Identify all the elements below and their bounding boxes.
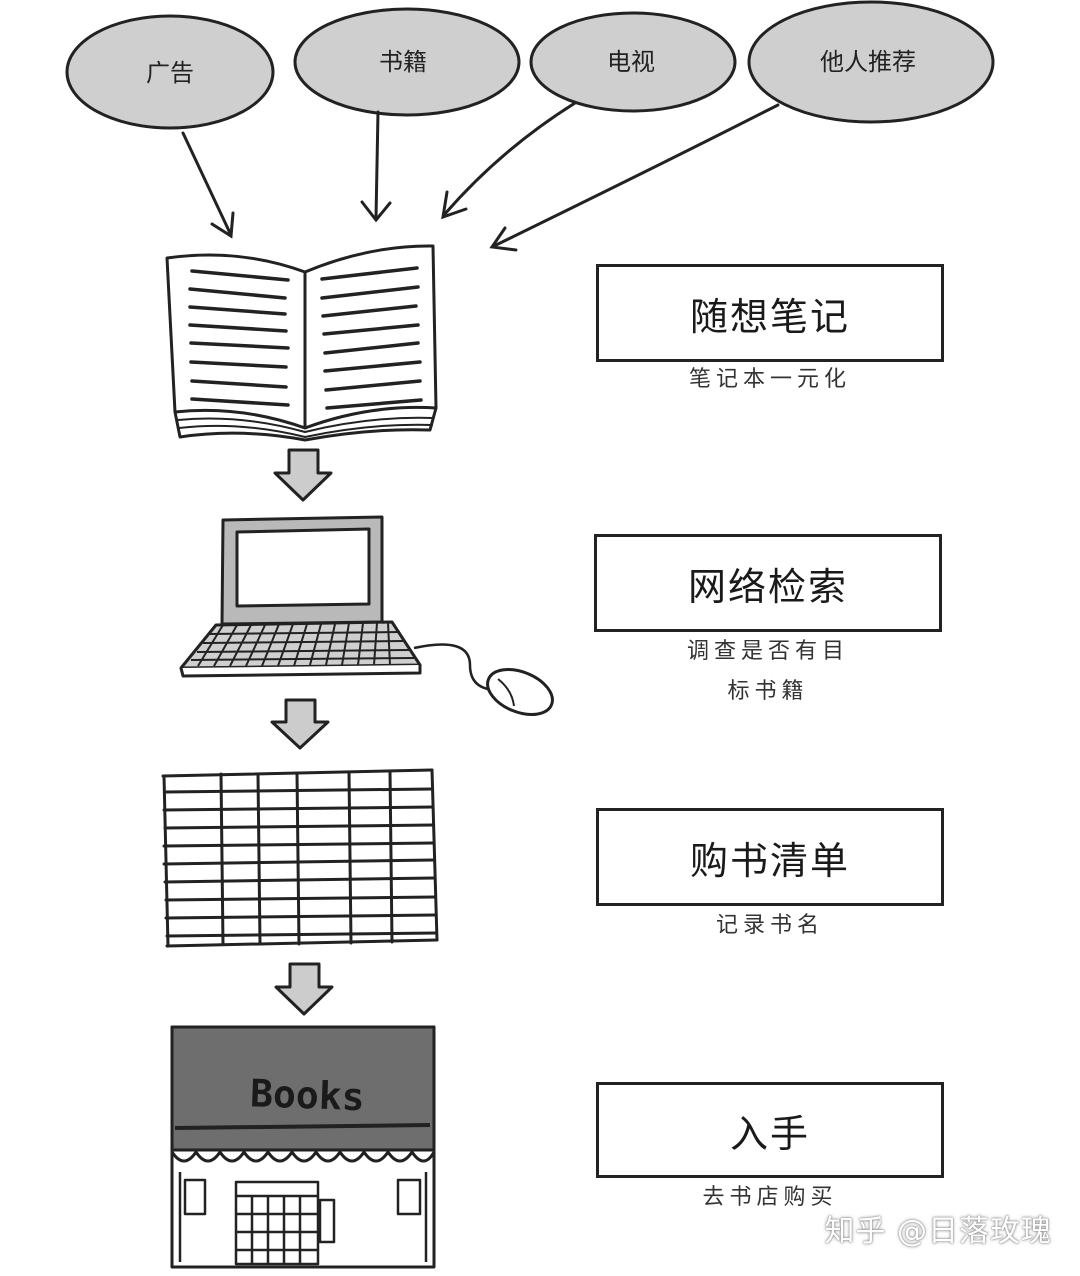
bookstore-sign-text: Books (249, 1071, 365, 1119)
step-note-web-search: 调查是否有目 标书籍 (594, 632, 942, 712)
computer-icon (179, 515, 554, 716)
block-arrow-2-icon (270, 698, 330, 750)
step-box-acquire: 入手 (596, 1082, 944, 1178)
bookstore-icon: Books (170, 1025, 436, 1269)
block-arrow-1-icon (273, 448, 333, 502)
watermark: 知乎 @日落玫瑰 (824, 1214, 1052, 1249)
step-box-purchase-list: 购书清单 (596, 808, 944, 906)
step-note-acquire: 去书店购买 (596, 1178, 944, 1218)
step-note-acquire-line-1: 去书店购买 (702, 1185, 838, 1210)
source-ad: 广告 (65, 14, 275, 130)
list-grid-icon (161, 768, 439, 948)
step-note-purchase-list-line-1: 记录书名 (715, 913, 824, 938)
source-arrows (181, 101, 780, 252)
block-arrow-3-icon (274, 962, 334, 1016)
arrow-recommendation-icon (489, 103, 780, 252)
arrow-books-icon (360, 110, 392, 223)
step-note-notes-line-1: 笔记本一元化 (688, 367, 851, 392)
step-title-notes: 随想笔记 (689, 294, 850, 339)
source-tv-label: 电视 (607, 48, 655, 76)
source-books-label: 书籍 (379, 48, 427, 76)
step-note-web-search-line-1: 调查是否有目 (686, 639, 849, 664)
step-note-notes: 笔记本一元化 (596, 360, 944, 400)
step-box-notes: 随想笔记 (596, 264, 944, 362)
source-ad-label: 广告 (146, 59, 194, 87)
step-title-purchase-list: 购书清单 (689, 838, 850, 883)
open-book-icon (165, 244, 438, 442)
step-box-web-search: 网络检索 (594, 534, 942, 632)
source-books: 书籍 (293, 7, 521, 117)
source-recommendation-label: 他人推荐 (820, 48, 916, 76)
step-title-web-search: 网络检索 (687, 564, 848, 609)
step-note-web-search-line-2: 标书籍 (727, 679, 809, 704)
source-recommendation: 他人推荐 (747, 0, 995, 124)
arrow-ad-icon (181, 131, 235, 239)
source-tv: 电视 (529, 11, 737, 113)
arrow-tv-icon (441, 101, 577, 220)
step-title-acquire: 入手 (729, 1111, 810, 1156)
step-note-purchase-list: 记录书名 (596, 906, 944, 946)
keyboard-keys (190, 622, 415, 667)
